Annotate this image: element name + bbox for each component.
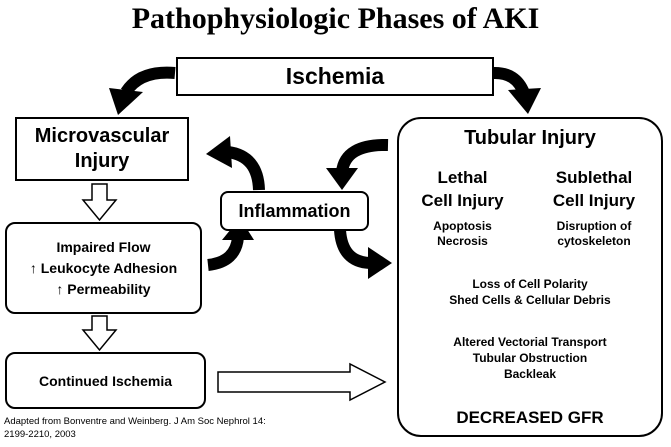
transport-line2: Tubular Obstruction bbox=[472, 351, 588, 365]
tubular-injury-box bbox=[397, 117, 663, 437]
inflammation-label: Inflammation bbox=[238, 200, 351, 221]
hollow-arrow-impaired-to-continued bbox=[81, 315, 118, 352]
sublethal-line1: Sublethal bbox=[555, 168, 633, 187]
citation-line2: 2199-2210, 2003 bbox=[4, 429, 76, 440]
page-title: Pathophysiologic Phases of AKI bbox=[131, 2, 540, 35]
curved-arrow-ischemia-to-tubular bbox=[492, 66, 541, 114]
microvascular-injury-box: Microvascular Injury bbox=[15, 117, 189, 181]
curved-arrow-ischemia-to-microvascular bbox=[109, 66, 176, 115]
microvascular-line2: Injury bbox=[74, 150, 130, 172]
inflammation-box: Inflammation bbox=[220, 191, 369, 231]
sublethal-line2: Cell Injury bbox=[552, 191, 636, 210]
impaired-line2: ↑ Leukocyte Adhesion bbox=[29, 259, 178, 276]
sublethal-detail2: cytoskeleton bbox=[557, 234, 631, 248]
tubular-title: Tubular Injury bbox=[464, 127, 596, 149]
curved-arrow-inflammation-to-tubular bbox=[334, 229, 392, 279]
ischemia-label: Ischemia bbox=[285, 63, 385, 89]
ischemia-box: Ischemia bbox=[176, 57, 494, 96]
lethal-detail2: Necrosis bbox=[437, 234, 488, 248]
continued-label: Continued Ischemia bbox=[38, 372, 173, 389]
citation-line1: Adapted from Bonventre and Weinberg. J A… bbox=[4, 416, 266, 427]
transport-line3: Backleak bbox=[503, 367, 557, 381]
lethal-line1: Lethal bbox=[437, 168, 488, 187]
lethal-detail1: Apoptosis bbox=[433, 219, 492, 233]
impaired-line1: Impaired Flow bbox=[56, 238, 151, 255]
lethal-line2: Cell Injury bbox=[421, 191, 504, 210]
curved-arrow-tubular-to-inflammation bbox=[326, 138, 389, 190]
polarity-line2: Shed Cells & Cellular Debris bbox=[449, 293, 611, 307]
sublethal-detail1: Disruption of bbox=[556, 219, 632, 233]
hollow-arrow-microvascular-to-impaired bbox=[81, 183, 118, 222]
curved-arrow-inflammation-to-microvascular bbox=[206, 136, 265, 191]
impaired-flow-box: Impaired Flow ↑ Leukocyte Adhesion ↑ Per… bbox=[5, 222, 202, 314]
transport-line1: Altered Vectorial Transport bbox=[453, 335, 607, 349]
impaired-line3: ↑ Permeability bbox=[56, 280, 151, 297]
hollow-arrow-continued-to-tubular bbox=[217, 362, 387, 402]
continued-ischemia-box: Continued Ischemia bbox=[5, 352, 206, 409]
polarity-line1: Loss of Cell Polarity bbox=[472, 277, 588, 291]
gfr-label: DECREASED GFR bbox=[456, 408, 604, 427]
microvascular-line1: Microvascular bbox=[34, 125, 170, 147]
